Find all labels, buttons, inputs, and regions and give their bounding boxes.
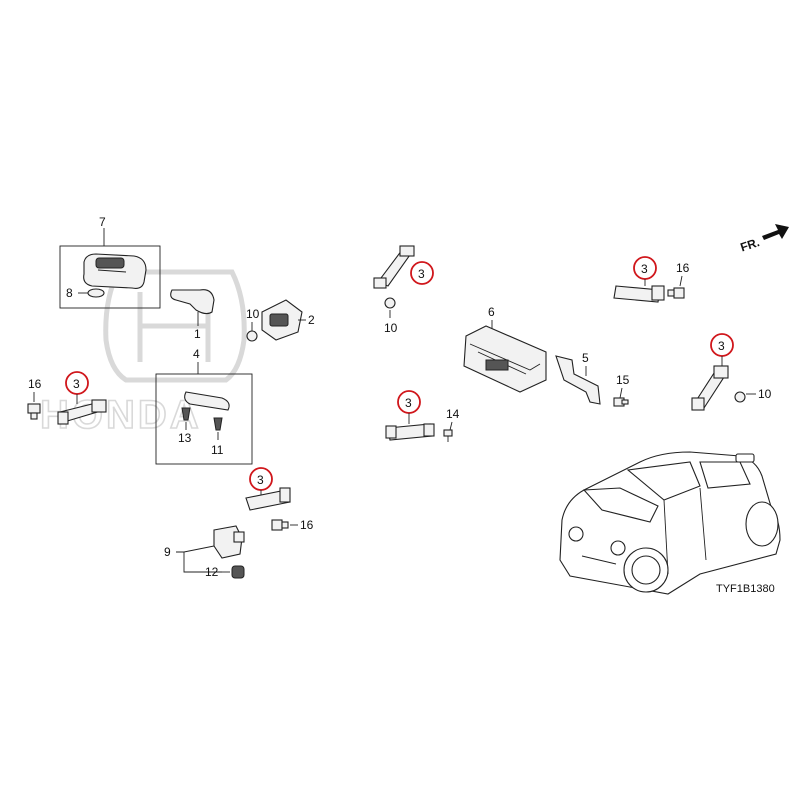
bolt-15: [613, 397, 629, 407]
vehicle-outline: [559, 451, 781, 595]
callout-14: 14: [446, 407, 460, 421]
callout-9: 9: [164, 545, 171, 559]
callout-8: 8: [66, 286, 73, 300]
callout-3d: 3: [405, 396, 412, 410]
antenna-3b: [245, 487, 291, 511]
callout-16c: 16: [676, 261, 690, 275]
key-blade: [170, 289, 215, 315]
bracket-5: [555, 355, 601, 405]
clip-11: [213, 417, 223, 431]
callout-3b: 3: [257, 473, 264, 487]
antenna-3f: [691, 365, 729, 411]
callout-10a: 10: [246, 307, 260, 321]
nut-10a: [246, 330, 258, 342]
callout-1: 1: [194, 327, 201, 341]
callout-7: 7: [99, 215, 106, 229]
callout-3e: 3: [641, 262, 648, 276]
nut-10b: [384, 297, 396, 309]
watermark-h-logo: [103, 269, 247, 383]
callout-3c: 3: [418, 267, 425, 281]
clip-12: [231, 565, 245, 579]
callout-3f: 3: [718, 339, 725, 353]
clip-13: [181, 407, 191, 421]
fob-battery: [87, 288, 105, 298]
callout-15: 15: [616, 373, 630, 387]
screw-14: [443, 429, 453, 442]
module-6: [463, 325, 547, 393]
callout-3a: 3: [73, 377, 80, 391]
bolt-16c: [667, 287, 685, 299]
bolt-16a: [27, 403, 41, 420]
keyless-fob: [83, 253, 147, 289]
callout-ring-3c: [410, 261, 434, 285]
callout-10b: 10: [384, 321, 398, 335]
callout-4: 4: [193, 347, 200, 361]
front-direction-indicator: FR.: [739, 224, 789, 254]
antenna-3c: [373, 245, 415, 289]
bolt-16b: [271, 519, 289, 531]
callout-10c: 10: [758, 387, 772, 401]
diagram-code: TYF1B1380: [716, 583, 775, 595]
callout-16a: 16: [28, 377, 42, 391]
callout-6: 6: [488, 305, 495, 319]
callout-5: 5: [582, 351, 589, 365]
callout-11: 11: [211, 443, 224, 457]
antenna-3d: [385, 423, 435, 441]
callout-12: 12: [205, 565, 219, 579]
control-unit-2: [261, 299, 303, 341]
callout-2: 2: [308, 313, 315, 327]
antenna-3e: [613, 285, 665, 303]
front-arrow-icon: [762, 224, 789, 240]
front-direction-label: FR.: [739, 235, 762, 254]
nut-10c: [734, 391, 746, 403]
group-box-7: [59, 245, 161, 309]
sensor-9: [213, 525, 245, 559]
callout-13: 13: [178, 431, 192, 445]
antenna-3a: [57, 399, 107, 425]
group-box-4: [155, 373, 253, 465]
callout-16b: 16: [300, 518, 314, 532]
door-handle-sensor: [184, 391, 230, 411]
